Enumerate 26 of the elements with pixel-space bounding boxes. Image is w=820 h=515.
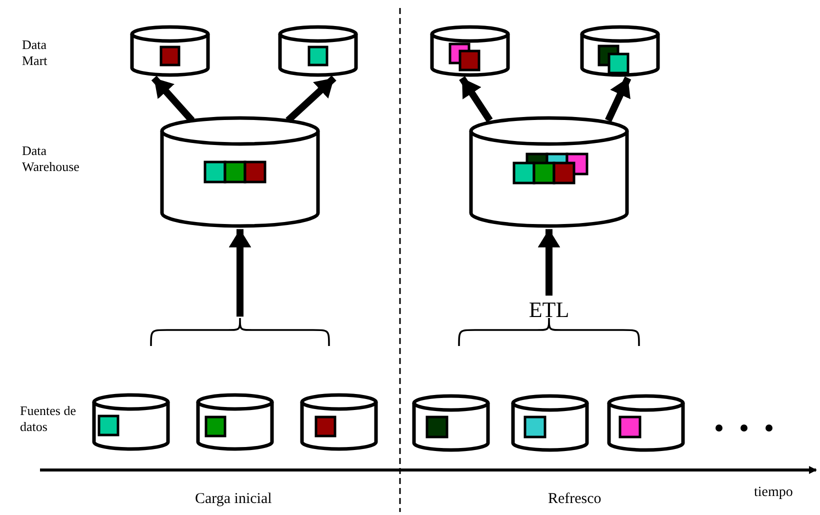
arrow	[459, 76, 493, 122]
arrow	[605, 76, 632, 122]
database-cylinder	[511, 394, 589, 452]
period-label: Carga inicial	[195, 490, 272, 509]
database-cylinder	[430, 25, 510, 77]
process-label: ETL	[528, 298, 570, 322]
arrow	[151, 76, 195, 123]
database-cylinder	[607, 394, 685, 452]
axis-label: tiempo	[754, 484, 793, 502]
tier-label: Data Warehouse	[22, 143, 80, 175]
arrow	[286, 75, 336, 124]
database-cylinder	[469, 116, 629, 228]
arrow	[228, 229, 252, 317]
database-cylinder	[412, 394, 490, 452]
tier-label: Data Mart	[22, 37, 48, 69]
database-cylinder	[130, 25, 210, 77]
database-cylinder	[160, 116, 320, 228]
database-cylinder	[92, 393, 170, 451]
tier-label: Fuentes de datos	[20, 403, 77, 435]
arrow	[538, 229, 560, 296]
period-label: Refresco	[548, 490, 602, 509]
database-cylinder	[196, 393, 274, 451]
database-cylinder	[278, 25, 358, 77]
curly-brace	[150, 318, 330, 346]
database-cylinder	[300, 393, 378, 451]
database-cylinder	[580, 25, 660, 77]
